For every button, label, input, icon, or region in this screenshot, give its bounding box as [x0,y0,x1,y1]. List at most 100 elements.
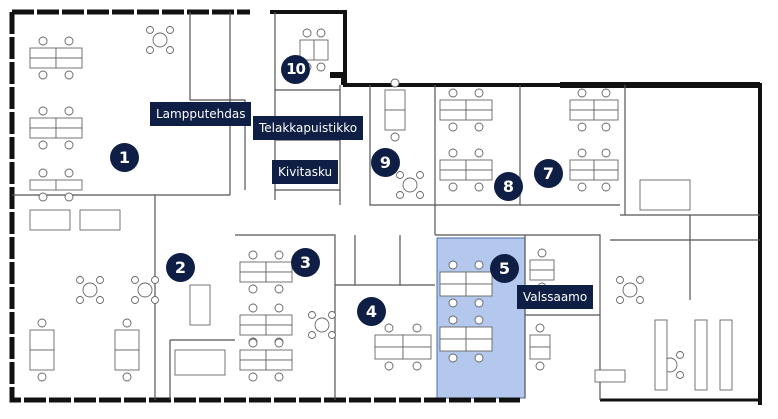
chair [416,171,424,179]
chair [636,276,644,284]
chair [248,372,258,382]
chair [676,371,684,379]
desk [593,159,619,171]
chair [38,168,48,178]
chair [37,372,47,382]
chair [577,88,587,98]
desk [529,259,555,271]
desk [239,349,267,361]
desk [569,109,595,121]
chair [676,351,684,359]
table [174,349,226,376]
desk [439,271,467,285]
chair [636,296,644,304]
table [79,209,121,231]
desk [265,349,293,361]
chair [146,26,154,34]
desk [114,349,140,371]
round-table [82,282,98,298]
chair [474,122,484,132]
chair [448,260,458,270]
chair [308,311,316,319]
chair [535,323,545,333]
chair [448,315,458,325]
chair [448,122,458,132]
desk [55,117,83,129]
chair [302,28,312,38]
room-marker-8[interactable]: 8 [494,172,523,201]
desk [569,99,595,111]
chair [122,318,132,328]
room-marker-7[interactable]: 7 [534,159,563,188]
table [29,209,71,231]
desk [55,127,83,139]
chair [64,140,74,150]
chair [474,260,484,270]
desk [29,127,57,139]
room-marker-3[interactable]: 3 [291,248,320,277]
chair [328,311,336,319]
desk [593,169,619,181]
chair [274,250,284,260]
chair [577,182,587,192]
chair [96,296,104,304]
chair [76,276,84,284]
room-marker-10[interactable]: 10 [281,55,310,84]
chair [38,106,48,116]
desk [265,359,293,371]
chair [448,298,458,308]
chair [384,323,394,333]
chair [601,122,611,132]
chair [131,276,139,284]
chair [248,250,258,260]
chair [328,331,336,339]
room-marker-5[interactable]: 5 [490,254,519,283]
chair [151,276,159,284]
desk [55,47,83,59]
table [654,319,668,391]
room-label-kivitasku[interactable]: Kivitasku [272,160,339,184]
desk [593,109,619,121]
room-marker-1[interactable]: 1 [110,143,139,172]
chair [474,353,484,363]
chair [64,36,74,46]
desk [439,338,467,352]
room-label-lampputehdas[interactable]: Lampputehdas [150,102,252,126]
table [594,369,626,383]
room-label-telakkapuistikko[interactable]: Telakkapuistikko [253,116,364,140]
room-label-valssaamo[interactable]: Valssaamo [517,285,594,309]
chair [96,276,104,284]
desk [265,314,293,326]
chair [448,353,458,363]
table [719,319,733,391]
desk [465,338,493,352]
chair [601,148,611,158]
desk [239,261,267,273]
round-table [402,177,418,193]
desk [465,326,493,340]
chair [474,298,484,308]
desk [55,57,83,69]
chair [601,182,611,192]
round-table [152,32,168,48]
room-marker-2[interactable]: 2 [166,253,195,282]
room-marker-9[interactable]: 9 [371,148,400,177]
room-marker-4[interactable]: 4 [357,297,386,326]
chair [274,303,284,313]
chair [166,46,174,54]
desk [239,359,267,371]
furniture [29,26,733,391]
desk [29,117,57,129]
chair [448,182,458,192]
chair [537,248,547,258]
desk [384,109,406,131]
chair [616,296,624,304]
desk [313,39,329,61]
chair [151,296,159,304]
table [189,284,211,326]
desk [593,99,619,111]
chair [38,36,48,46]
desk [265,271,293,283]
chair [248,303,258,313]
